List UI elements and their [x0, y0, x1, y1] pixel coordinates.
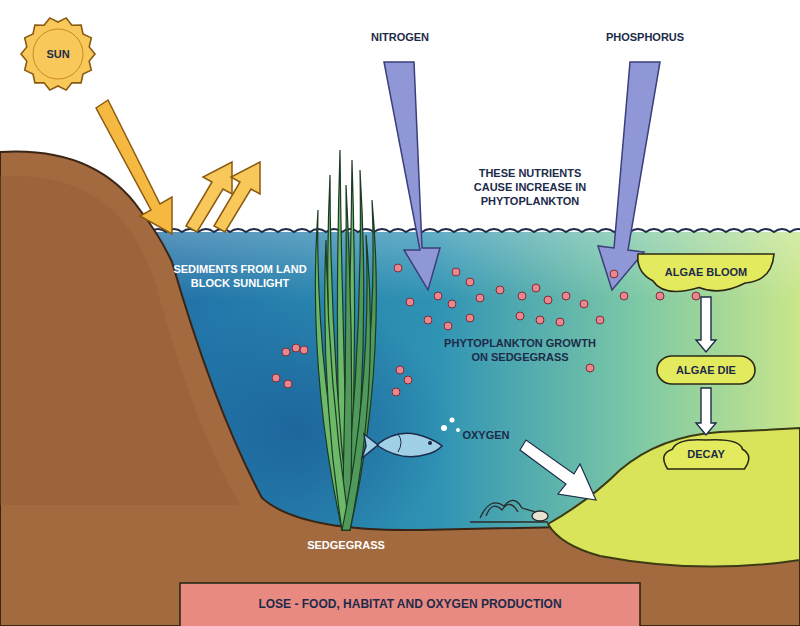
sun-node: SUN	[21, 17, 95, 91]
node-text: LOSE - FOOD, HABITAT AND OXYGEN PRODUCTI…	[258, 598, 561, 611]
annotation-label: PHOSPHORUS	[575, 30, 715, 44]
flow-arrow	[696, 388, 716, 435]
node-text: DECAY	[687, 448, 725, 461]
nitrogen-arrow	[384, 62, 440, 290]
sunlight-arrow	[96, 100, 172, 234]
flow-arrow	[696, 297, 716, 352]
annotation-label: SEDGEGRASS	[291, 538, 401, 552]
phytoplankton-dots	[272, 256, 700, 396]
cloud-node: DECAY	[658, 438, 754, 470]
annotation-label: NITROGEN	[340, 30, 460, 44]
land-shade	[0, 176, 240, 505]
land-and-seabed	[0, 151, 800, 626]
annotation-label: OXYGEN	[456, 428, 516, 442]
water-surface-light	[140, 232, 800, 300]
node-text: ALGAE BLOOM	[665, 266, 748, 279]
band-node: LOSE - FOOD, HABITAT AND OXYGEN PRODUCTI…	[179, 582, 641, 626]
reflected-light-arrow	[214, 162, 260, 232]
annotation-label: SEDIMENTS FROM LAND BLOCK SUNLIGHT	[170, 262, 310, 290]
oxygen-arrow	[520, 440, 596, 500]
node-text: ALGAE DIE	[676, 364, 736, 377]
annotation-label: PHYTOPLANKTON GROWTH ON SEDGEGRASS	[440, 336, 600, 364]
annotation-label: THESE NUTRIENTS CAUSE INCREASE IN PHYTOP…	[460, 166, 600, 208]
node-text: SUN	[46, 48, 69, 61]
fish-skeleton	[470, 500, 548, 522]
water-surface-waves	[150, 229, 800, 232]
ellipse-node: ALGAE DIE	[656, 355, 756, 385]
fish	[362, 418, 460, 459]
sedgegrass-plant	[315, 150, 376, 530]
blob-node: ALGAE BLOOM	[636, 250, 776, 294]
